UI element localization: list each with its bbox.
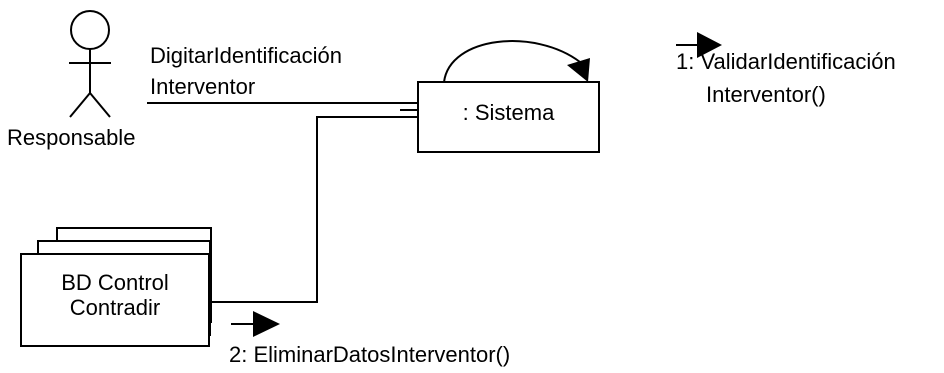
actor-label: Responsable	[7, 125, 136, 150]
link-label-line2: Interventor	[150, 74, 256, 99]
database-box	[20, 253, 210, 347]
database-label-line2: Contradir	[69, 295, 161, 320]
actor-figure	[69, 10, 111, 118]
message-2-label: 2: EliminarDatosInterventor()	[229, 342, 511, 367]
message-1-label-line1: 1: ValidarIdentificación	[676, 49, 896, 74]
message-1-arrow	[676, 32, 722, 58]
message-2-arrow	[231, 311, 280, 337]
message-1-label-line2: Interventor()	[706, 82, 826, 107]
actor-right-leg	[89, 92, 111, 118]
actor-left-leg	[69, 92, 91, 118]
self-link-loop	[443, 40, 581, 83]
actor-head	[70, 10, 110, 50]
database-stack	[20, 227, 212, 347]
sistema-box	[417, 81, 600, 153]
sistema-label: : Sistema	[462, 100, 555, 125]
database-label-line1: BD Control	[61, 270, 169, 295]
self-link-arrowhead	[567, 58, 590, 82]
link-label-line1: DigitarIdentificación	[150, 43, 342, 68]
link-db-sistema	[209, 116, 418, 303]
